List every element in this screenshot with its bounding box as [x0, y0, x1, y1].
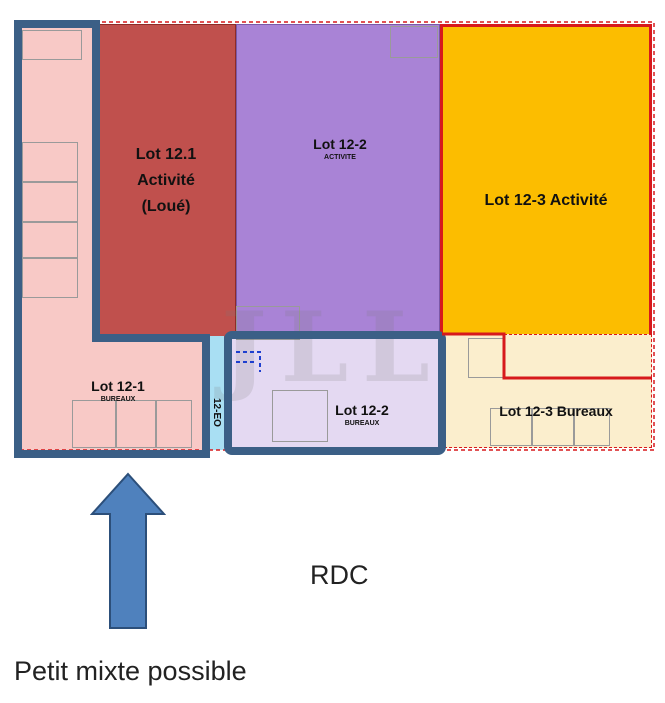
- lot-12-2-bureaux-label: Lot 12-2 BUREAUX: [312, 402, 412, 427]
- partition: [22, 182, 78, 222]
- partition: [72, 400, 116, 448]
- lot-12-3-bureaux-label: Lot 12-3 Bureaux: [499, 403, 613, 419]
- partition: [22, 258, 78, 298]
- lot-12-2-activite-title: Lot 12-2: [313, 136, 367, 152]
- lot-12-1-bureaux-label: Lot 12-1 BUREAUX: [68, 378, 168, 403]
- up-arrow-icon: [90, 472, 166, 629]
- lot-12-3-activite-label: Lot 12-3 Activité: [484, 192, 608, 209]
- partition: [22, 142, 78, 182]
- partition: [22, 222, 78, 258]
- eo-label: 12-EO: [211, 398, 222, 427]
- lot-12-1-activite-label: Lot 12.1 Activité (Loué): [112, 142, 220, 220]
- lot-12-1-activite-line2: Activité: [137, 172, 195, 189]
- lot-12-2-activite-sub: ACTIVITE: [324, 154, 356, 161]
- lot-12-1-bureaux-sub: BUREAUX: [100, 396, 136, 403]
- lot-12-1-activite-line3: (Loué): [141, 198, 191, 215]
- partition: [22, 30, 82, 60]
- floor-plan: JLL Lot 12.1 Activité (Loué) Lot 12-2 AC…: [14, 20, 655, 458]
- lot-12-2-bureaux-sub: BUREAUX: [344, 420, 380, 427]
- lot-12-1-bureaux-title: Lot 12-1: [91, 378, 145, 394]
- floor-label: RDC: [310, 560, 369, 590]
- lot-12-1-activite-line1: Lot 12.1: [135, 146, 197, 163]
- lot-12-2-activite-label: Lot 12-2 ACTIVITE: [290, 136, 390, 161]
- partition: [156, 400, 192, 448]
- partition: [116, 400, 156, 448]
- lot-12-2-bureaux-title: Lot 12-2: [335, 402, 389, 418]
- caption-text: Petit mixte possible: [14, 656, 247, 686]
- partition: [390, 26, 438, 58]
